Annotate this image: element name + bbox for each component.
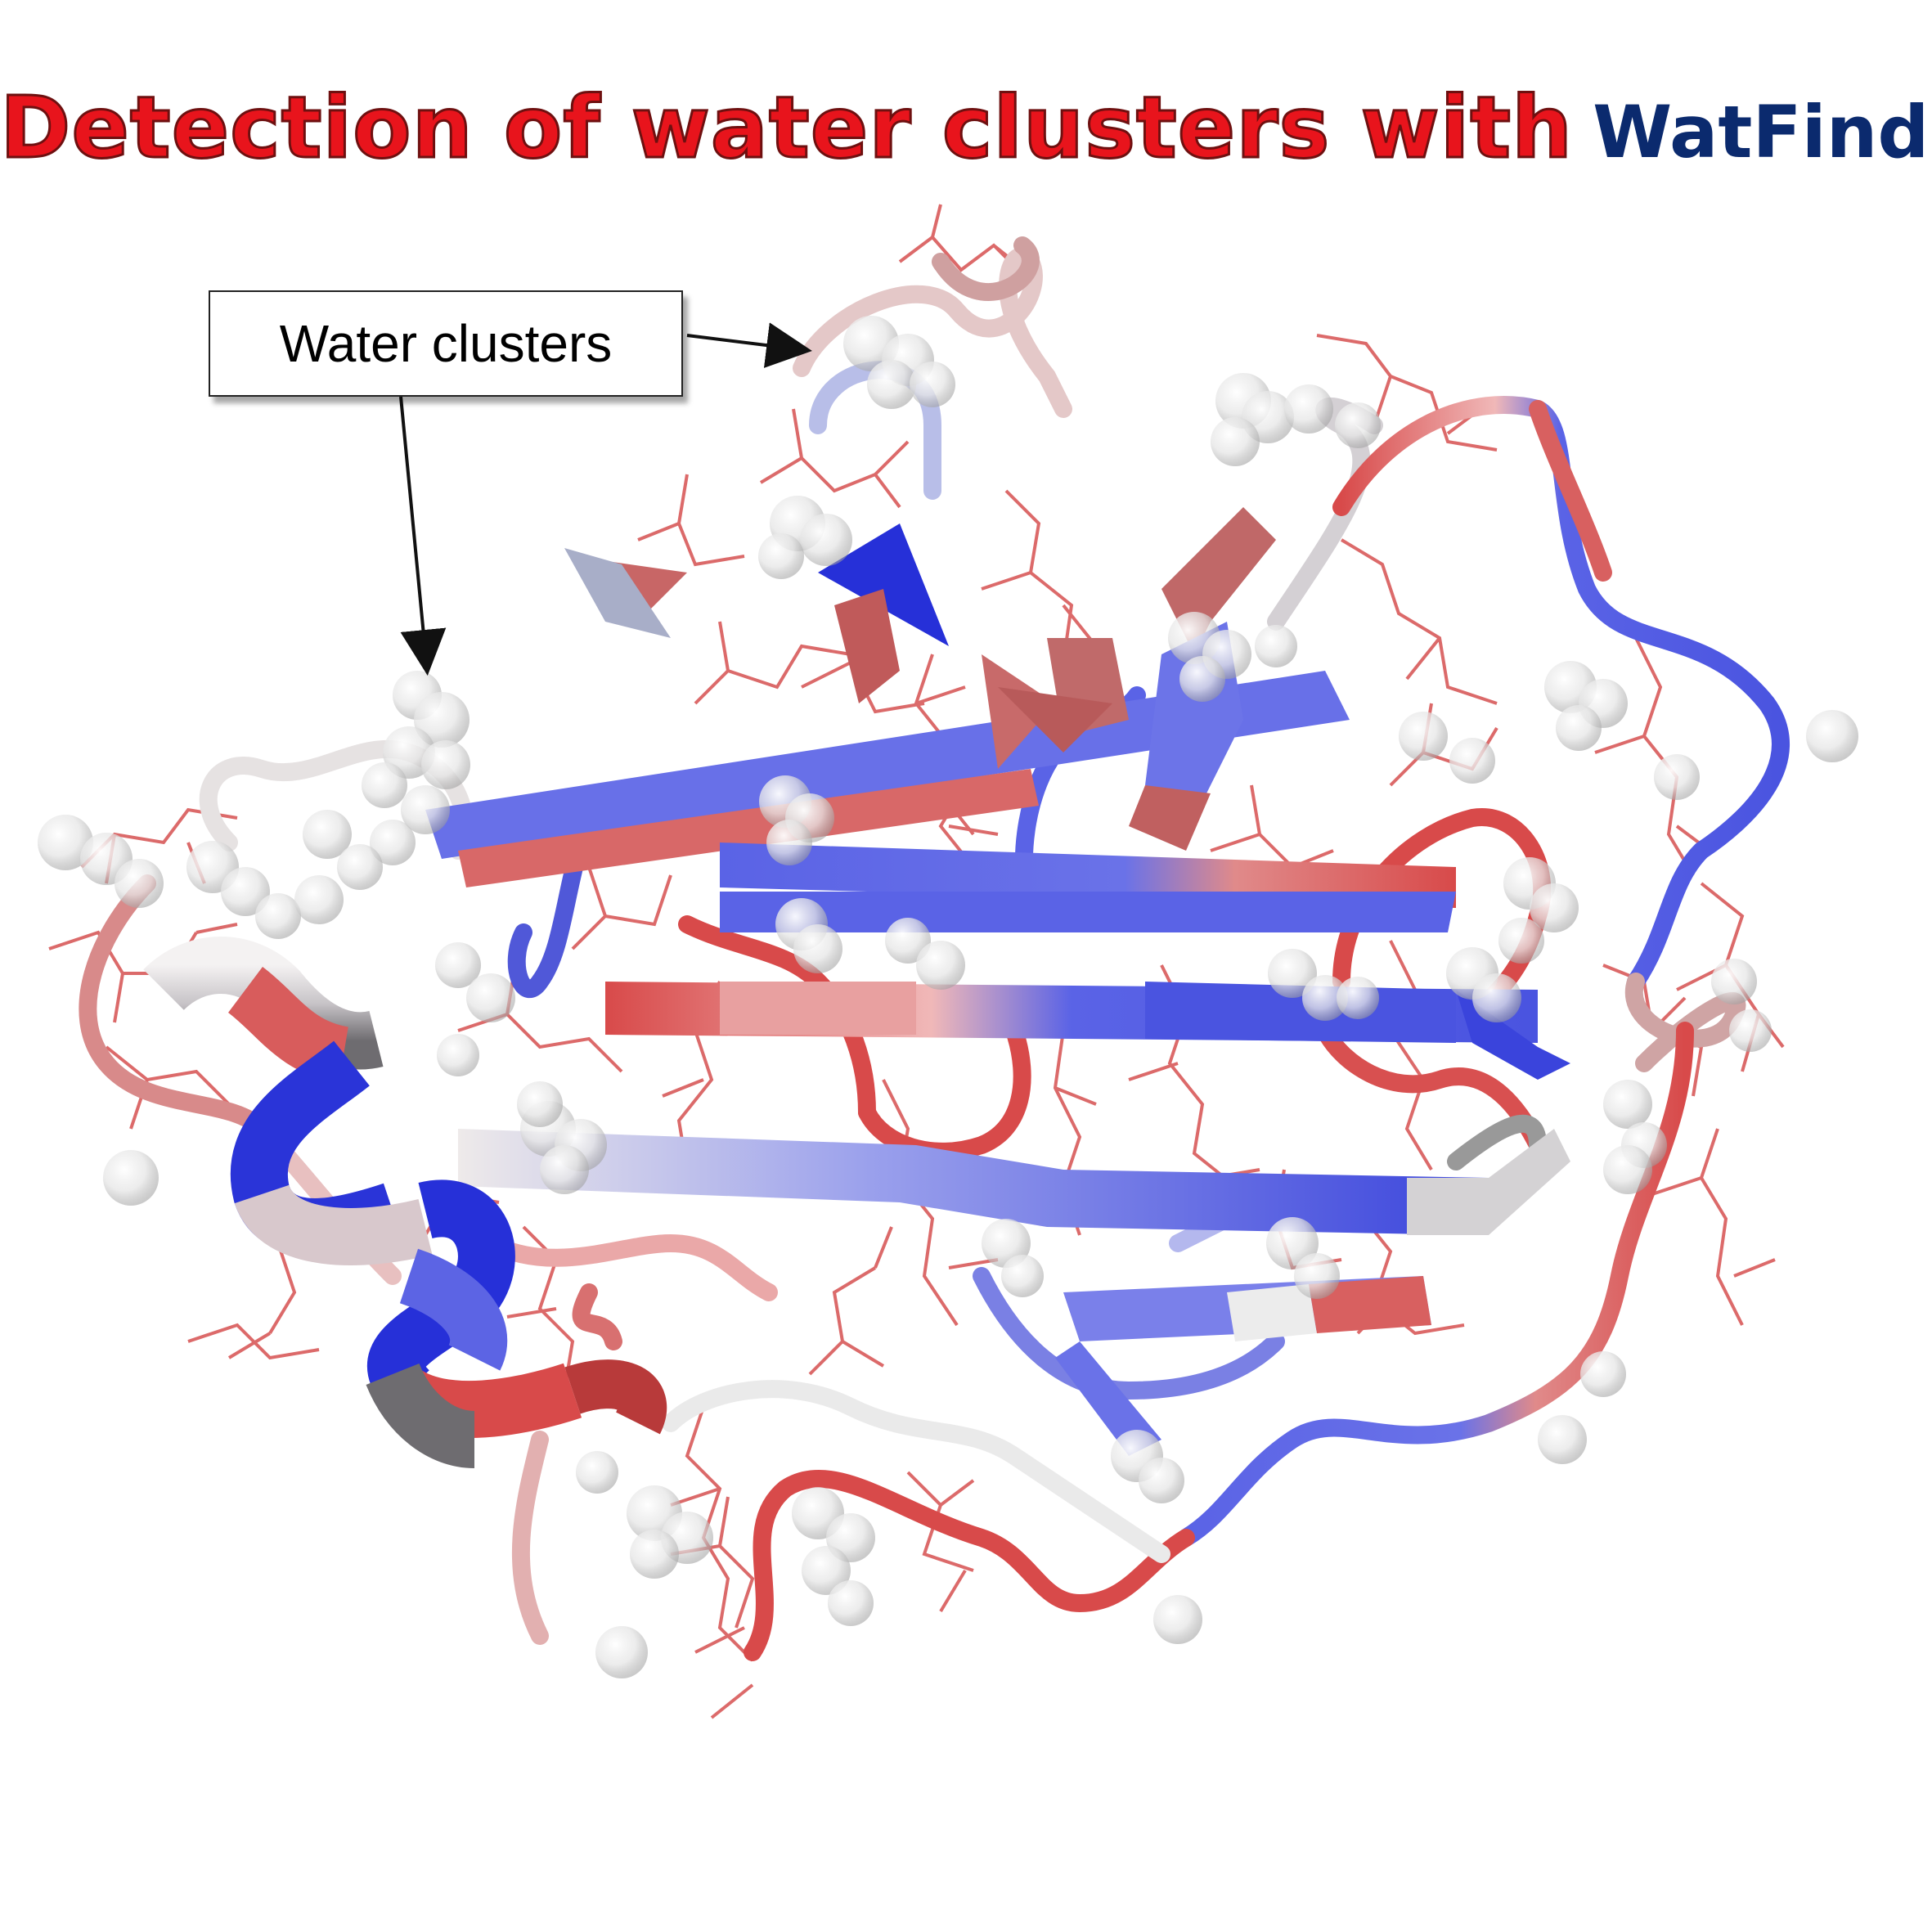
callout-label: Water clusters: [279, 314, 613, 373]
water-clusters-callout: Water clusters: [209, 290, 683, 397]
callout-arrows: [399, 322, 812, 676]
coil-loops: [79, 236, 1790, 1661]
arrow-icon: [686, 322, 812, 368]
page-title: Detection of water clusters withWatFinde…: [0, 77, 1932, 179]
arrow-icon: [399, 396, 447, 676]
alpha-helix: [143, 937, 667, 1468]
title-main: Detection of water clusters with: [0, 77, 1574, 179]
title-brand: WatFinder: [1593, 90, 1932, 174]
water-spheres: [38, 316, 1858, 1678]
